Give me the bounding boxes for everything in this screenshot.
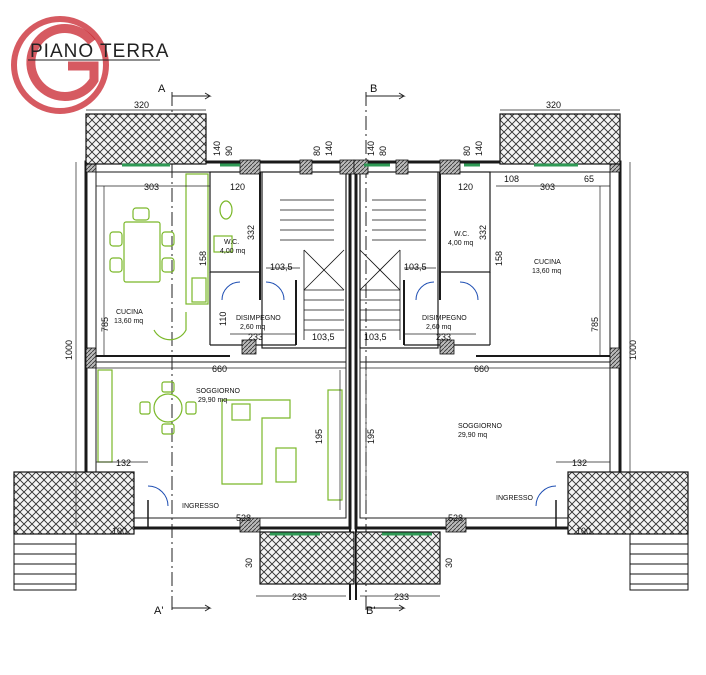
terraces (13, 113, 689, 585)
dim-top-90-1: 90 (224, 146, 234, 156)
dim-30-bl: 30 (244, 558, 254, 568)
terrace-steps (13, 533, 689, 591)
wall-posts (85, 159, 621, 533)
room-disimpegno-left-name: DISIMPEGNO (236, 315, 281, 322)
room-wc-left-name: W.C. (224, 239, 239, 246)
plan-title: PIANO TERRA (30, 41, 169, 62)
dim-233-bottom-right: 233 (394, 592, 409, 602)
room-cucina-right-area: 13,60 mq (532, 268, 561, 275)
dimension-labels: 320 320 303 303 120 120 108 65 103,5 103… (64, 100, 638, 602)
room-soggiorno-left-area: 29,90 mq (198, 397, 227, 404)
dim-103-a: 103,5 (270, 262, 293, 272)
dim-120-left: 120 (230, 182, 245, 192)
dim-303-right: 303 (540, 182, 555, 192)
room-disimpegno-right-name: DISIMPEGNO (422, 315, 467, 322)
dim-528-right: 528 (448, 513, 463, 523)
dim-320-left: 320 (134, 100, 149, 110)
room-labels: CUCINA 13,60 mq CUCINA 13,60 mq W.C. 4,0… (114, 231, 561, 510)
section-mark-b: B (370, 83, 377, 95)
dim-top-140-1: 140 (212, 141, 222, 156)
dim-1000-right: 1000 (628, 340, 638, 360)
dim-top-80-1: 80 (312, 146, 322, 156)
room-ingresso-right: INGRESSO (496, 495, 534, 502)
walls (84, 160, 622, 600)
section-mark-a: A (158, 83, 166, 95)
section-mark-a-prime: A' (154, 605, 163, 617)
dim-100-left: 100 (112, 526, 127, 536)
dim-195-a: 195 (314, 429, 324, 444)
dim-30-br: 30 (444, 558, 454, 568)
section-mark-b-prime: B' (366, 605, 375, 617)
dim-332-right: 332 (478, 225, 488, 240)
dim-120-right: 120 (458, 182, 473, 192)
dim-195-b: 195 (366, 429, 376, 444)
room-wc-left-area: 4,00 mq (220, 248, 245, 255)
section-lines (171, 92, 406, 612)
dim-785-right: 785 (590, 317, 600, 332)
room-disimpegno-left-area: 2,60 mq (240, 324, 265, 331)
room-soggiorno-right-name: SOGGIORNO (458, 423, 503, 430)
room-wc-right-area: 4,00 mq (448, 240, 473, 247)
dim-233-right: 233 (436, 332, 451, 342)
windows (122, 163, 578, 536)
dim-103-d: 103,5 (364, 332, 387, 342)
staircase-left (280, 199, 345, 340)
dim-top-80-3: 80 (462, 146, 472, 156)
dim-660-right: 660 (474, 364, 489, 374)
dim-528-left: 528 (236, 513, 251, 523)
dim-132-right: 132 (572, 458, 587, 468)
dim-top-80-2: 80 (378, 146, 388, 156)
room-cucina-left-area: 13,60 mq (114, 318, 143, 325)
room-soggiorno-right-area: 29,90 mq (458, 432, 487, 439)
room-cucina-left-name: CUCINA (116, 309, 143, 316)
dim-303-left: 303 (144, 182, 159, 192)
dim-158-right: 158 (494, 251, 504, 266)
furniture-left (97, 173, 343, 501)
dim-785-left: 785 (100, 317, 110, 332)
dim-top-140-2: 140 (324, 141, 334, 156)
dim-332-left: 332 (246, 225, 256, 240)
dim-233-bottom-left: 233 (292, 592, 307, 602)
dim-108: 108 (504, 174, 519, 184)
dim-158-left: 158 (198, 251, 208, 266)
dim-65: 65 (584, 174, 594, 184)
dim-103-c: 103,5 (312, 332, 335, 342)
company-logo (11, 16, 109, 114)
dimension-lines (75, 109, 631, 597)
dim-660-left: 660 (212, 364, 227, 374)
dim-132-left: 132 (116, 458, 131, 468)
room-cucina-right-name: CUCINA (534, 259, 561, 266)
room-ingresso-left: INGRESSO (182, 503, 220, 510)
dim-110: 110 (218, 312, 228, 326)
dim-233-left: 233 (248, 332, 263, 342)
dim-top-140-3: 140 (366, 141, 376, 156)
dim-103-b: 103,5 (404, 262, 427, 272)
dim-320-right: 320 (546, 100, 561, 110)
staircase-right (359, 199, 426, 340)
room-wc-right-name: W.C. (454, 231, 469, 238)
room-soggiorno-left-name: SOGGIORNO (196, 388, 241, 395)
dim-top-140-4: 140 (474, 141, 484, 156)
room-disimpegno-right-area: 2,60 mq (426, 324, 451, 331)
door-swings (147, 281, 557, 507)
dim-100-right: 100 (576, 526, 591, 536)
dim-1000-left: 1000 (64, 340, 74, 360)
